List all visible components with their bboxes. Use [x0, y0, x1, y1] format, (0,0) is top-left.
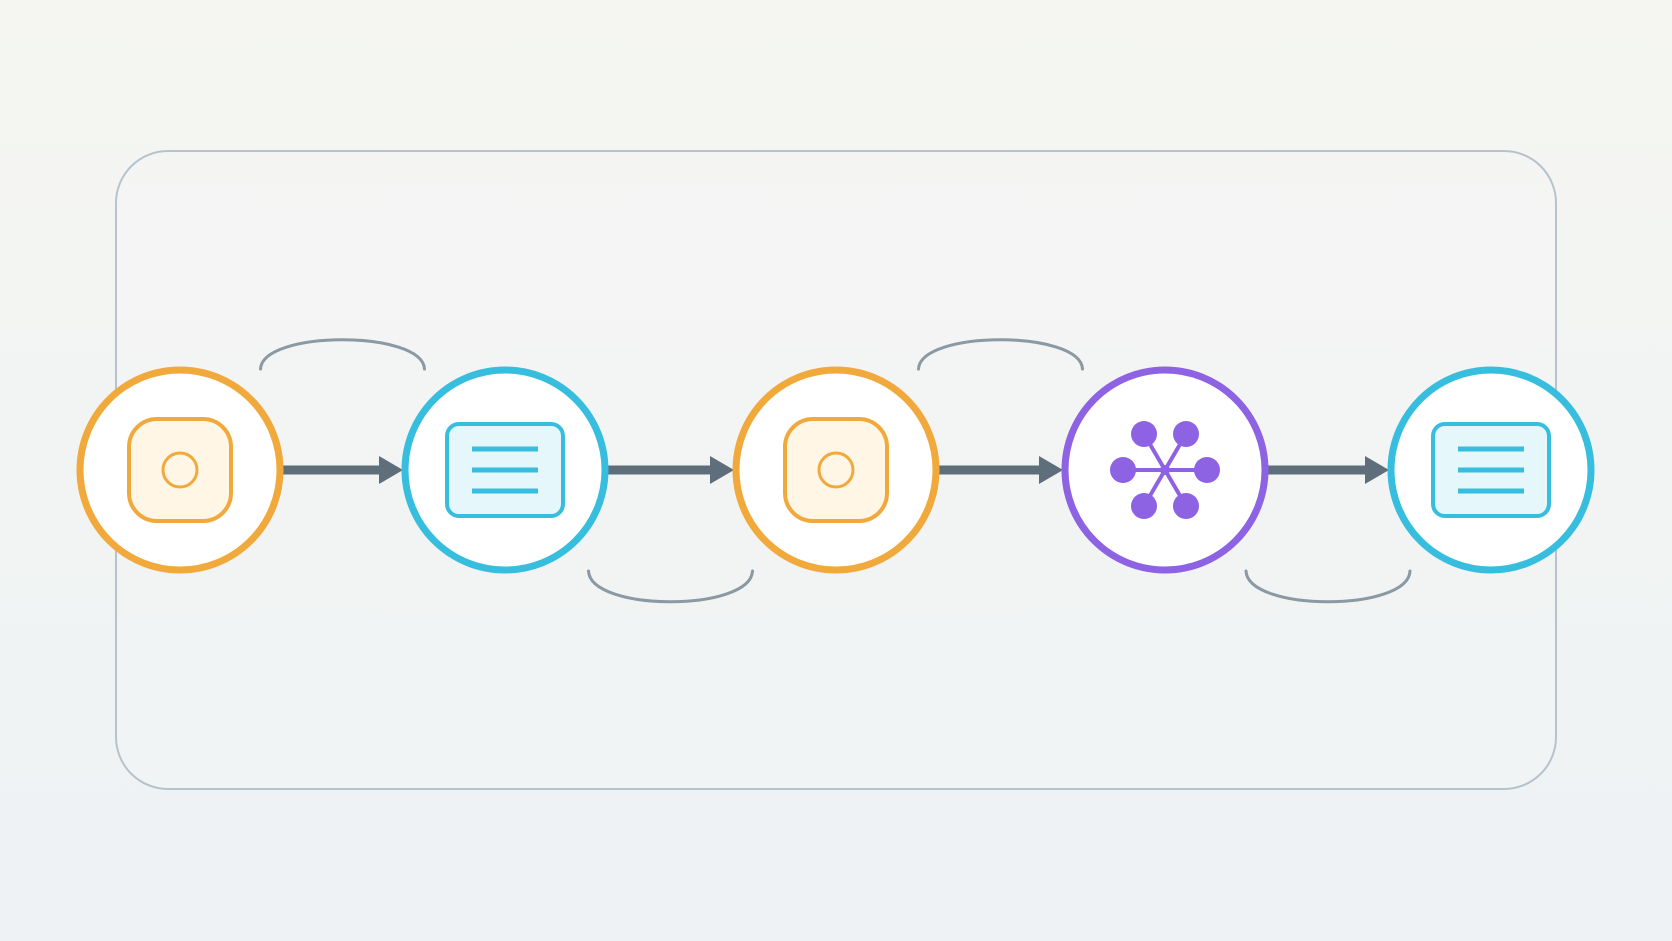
- arrowhead-icon: [1365, 456, 1389, 484]
- hub-network-icon: [1110, 421, 1220, 519]
- arrowhead-icon: [379, 456, 403, 484]
- circle-in-square-icon: [127, 417, 233, 523]
- flow-edges: [282, 456, 1389, 484]
- flow-arrow: [282, 456, 403, 484]
- flow-arrow: [1267, 456, 1389, 484]
- connector-arc-bottom: [1244, 569, 1412, 604]
- connector-arc-top: [917, 338, 1084, 371]
- connector-arc-top: [259, 338, 426, 371]
- document-lines-icon: [445, 422, 565, 518]
- arrowhead-icon: [710, 456, 734, 484]
- document-lines-icon: [1431, 422, 1551, 518]
- connector-arc-bottom: [587, 569, 754, 604]
- circle-in-square-icon: [783, 417, 889, 523]
- node-n2[interactable]: [401, 366, 609, 574]
- node-n3[interactable]: [732, 366, 940, 574]
- node-n1[interactable]: [76, 366, 284, 574]
- arrowhead-icon: [1039, 456, 1063, 484]
- node-n4[interactable]: [1061, 366, 1269, 574]
- flow-nodes: [76, 366, 1595, 574]
- flow-arrow: [938, 456, 1063, 484]
- connector-arcs: [259, 338, 1412, 604]
- flow-arrow: [607, 456, 734, 484]
- node-n5[interactable]: [1387, 366, 1595, 574]
